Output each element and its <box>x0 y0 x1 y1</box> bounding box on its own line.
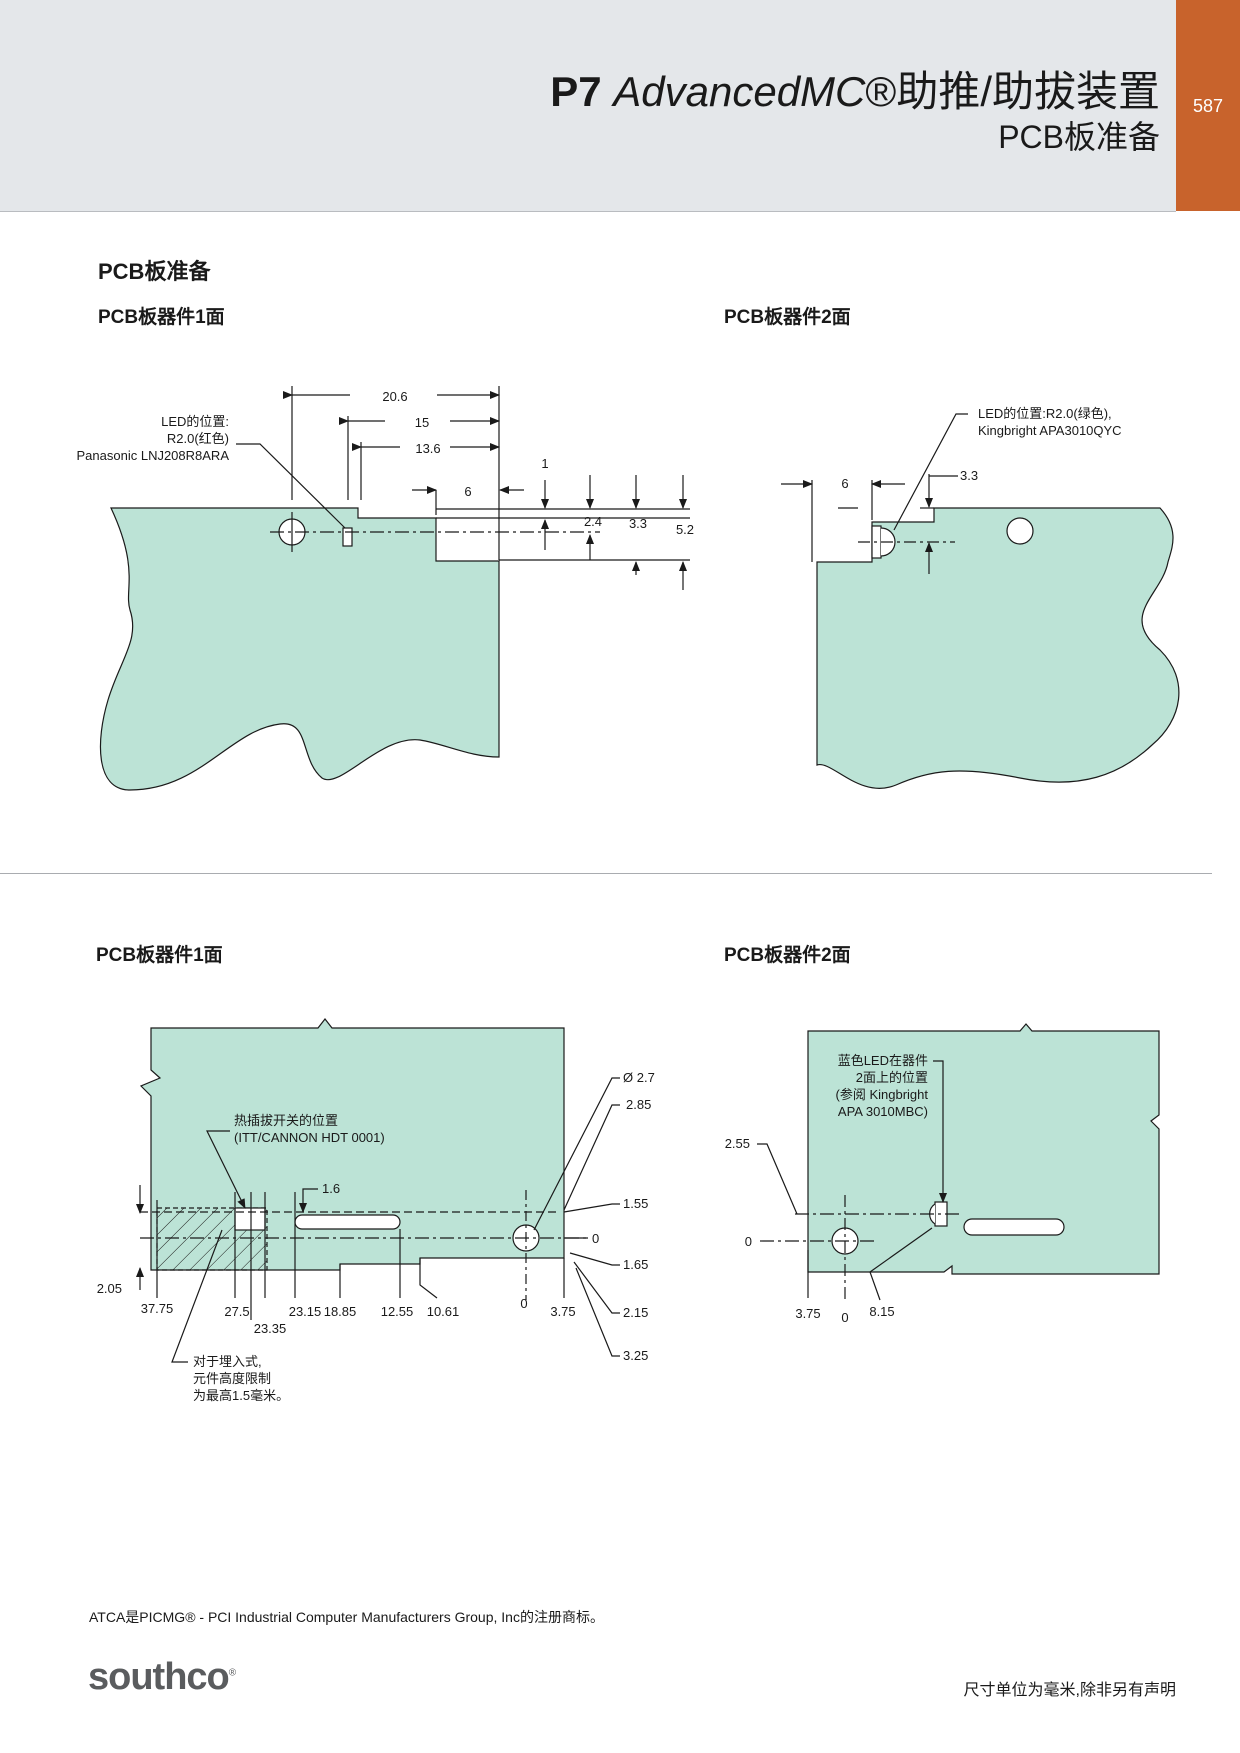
dim-2-15: 2.15 <box>623 1305 648 1320</box>
top-right-labels: LED的位置:R2.0(绿色), Kingbright APA3010QYC 6… <box>841 406 1121 491</box>
title-description: 助推/助拔装置 <box>896 68 1160 115</box>
dim-1-55: 1.55 <box>623 1196 648 1211</box>
dim-2-85: 2.85 <box>626 1097 651 1112</box>
note-line2: 元件高度限制 <box>193 1371 271 1386</box>
dim-3-25: 3.25 <box>623 1348 648 1363</box>
x-27-5: 27.5 <box>224 1304 249 1319</box>
mounting-hole-2 <box>1006 517 1034 545</box>
x-10-61: 10.61 <box>427 1304 460 1319</box>
led3-label-line3: (参阅 Kingbright <box>836 1087 929 1102</box>
dim-5-2: 5.2 <box>676 522 694 537</box>
logo-text: southco <box>88 1656 230 1698</box>
led-footprint <box>342 527 353 547</box>
x-18-85: 18.85 <box>324 1304 357 1319</box>
page-header <box>0 0 1176 212</box>
units-note: 尺寸单位为毫米,除非另有声明 <box>963 1682 1176 1699</box>
switch-footprint <box>234 1207 266 1231</box>
pcb-board-bottom-left <box>139 1018 565 1271</box>
dim-3-3: 3.3 <box>629 516 647 531</box>
bottom-left-labels: 热插拔开关的位置 (ITT/CANNON HDT 0001) 1.6 Ø 2.7… <box>97 1070 655 1403</box>
led3-label-line2: 2面上的位置 <box>856 1070 928 1085</box>
x-3-75: 3.75 <box>550 1304 575 1319</box>
slot <box>294 1214 401 1230</box>
x-23-35: 23.35 <box>254 1321 287 1336</box>
title-reg-mark: ® <box>865 68 897 115</box>
dim-20-6: 20.6 <box>382 389 407 404</box>
led2-label-line1: LED的位置:R2.0(绿色), <box>978 406 1112 421</box>
dim-13-6: 13.6 <box>415 441 440 456</box>
x-37-75: 37.75 <box>141 1301 174 1316</box>
label-top-left: PCB板器件1面 <box>98 307 225 328</box>
page-number: 587 <box>1192 96 1224 116</box>
dim-2-05: 2.05 <box>97 1281 122 1296</box>
x2-0: 0 <box>841 1310 848 1325</box>
label-bottom-left: PCB板器件1面 <box>96 945 223 966</box>
x-0: 0 <box>520 1296 527 1311</box>
title-product: AdvancedMC <box>613 68 866 115</box>
logo-registered-mark: ® <box>228 1667 236 1679</box>
page-subtitle: PCB板准备 <box>998 119 1160 155</box>
note-line1: 对于埋入式, <box>193 1354 262 1369</box>
x2-8-15: 8.15 <box>869 1304 894 1319</box>
dim-1-6: 1.6 <box>322 1181 340 1196</box>
pcb-board-bottom-right <box>807 1023 1160 1275</box>
dim-15: 15 <box>415 415 429 430</box>
section-heading: PCB板准备 <box>98 259 211 284</box>
trademark-note: ATCA是PICMG® - PCI Industrial Computer Ma… <box>89 1609 604 1625</box>
page-tab <box>1176 0 1240 211</box>
led3-label-line1: 蓝色LED在器件 <box>838 1053 928 1068</box>
led-label-line3: Panasonic LNJ208R8ARA <box>77 448 230 463</box>
pcb-board-top-right <box>816 507 1180 789</box>
dim2-3-3: 3.3 <box>960 468 978 483</box>
drawing-top-right <box>781 413 1180 789</box>
bottom-right-labels: 蓝色LED在器件 2面上的位置 (参阅 Kingbright APA 3010M… <box>725 1053 929 1325</box>
led-label-line1: LED的位置: <box>161 414 229 429</box>
page-title: P7 AdvancedMC®助推/助拔装置 <box>550 58 1160 119</box>
dim-1-65: 1.65 <box>623 1257 648 1272</box>
dim-0-right: 0 <box>592 1231 599 1246</box>
x-23-15: 23.15 <box>289 1304 322 1319</box>
dia-2-7: Ø 2.7 <box>623 1070 655 1085</box>
section-divider <box>0 873 1212 874</box>
dim2-6: 6 <box>841 476 848 491</box>
dim-0-left: 0 <box>745 1234 752 1249</box>
dim-1: 1 <box>541 456 548 471</box>
label-bottom-right: PCB板器件2面 <box>724 945 851 966</box>
x-12-55: 12.55 <box>381 1304 414 1319</box>
led3-label-line4: APA 3010MBC) <box>838 1104 928 1119</box>
x2-3-75: 3.75 <box>795 1306 820 1321</box>
drawing-bottom-right <box>757 1023 1160 1301</box>
drawing-top-left <box>99 386 690 791</box>
southco-logo: southco® <box>88 1656 236 1699</box>
note-line3: 为最高1.5毫米。 <box>193 1388 289 1403</box>
switch-label-line2: (ITT/CANNON HDT 0001) <box>234 1130 385 1145</box>
slot-2 <box>963 1218 1065 1236</box>
led2-label-line2: Kingbright APA3010QYC <box>978 423 1122 438</box>
dim-2-55: 2.55 <box>725 1136 750 1151</box>
top-left-labels: LED的位置: R2.0(红色) Panasonic LNJ208R8ARA 2… <box>77 389 695 537</box>
label-top-right: PCB板器件2面 <box>724 307 851 328</box>
dim-6: 6 <box>464 484 471 499</box>
drawing-bottom-left <box>136 1018 620 1363</box>
pcb-board-top-left <box>99 507 500 791</box>
title-model: P7 <box>550 68 602 115</box>
switch-label-line1: 热插拔开关的位置 <box>234 1113 338 1128</box>
dim-2-4: 2.4 <box>584 514 602 529</box>
led-label-line2: R2.0(红色) <box>167 431 229 446</box>
